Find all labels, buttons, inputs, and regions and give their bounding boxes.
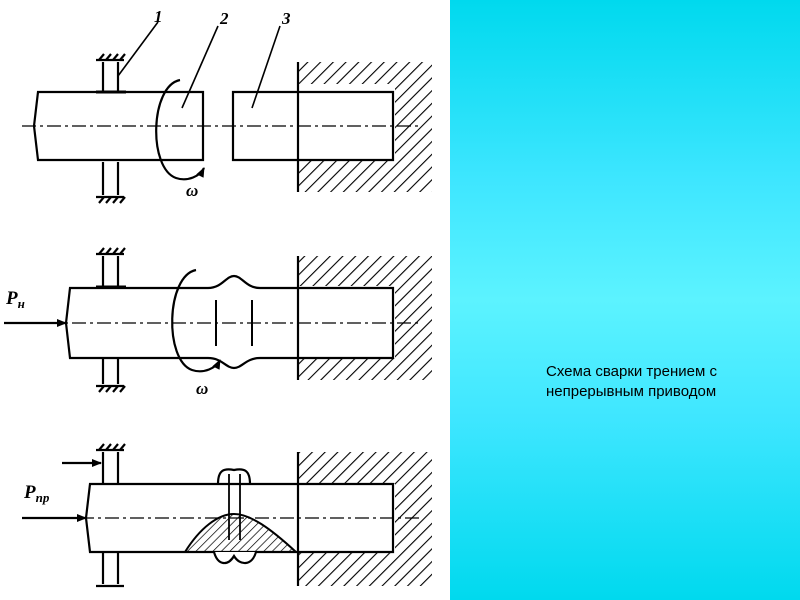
stage-3-forging [22, 443, 432, 588]
chuck-1-upper [96, 53, 126, 94]
callout-2: 2 [219, 9, 229, 28]
caption-text: Схема сварки трением с непрерывным приво… [546, 363, 717, 400]
chuck-3-upper [96, 443, 126, 484]
leader-1 [117, 21, 159, 77]
leader-3 [251, 25, 281, 109]
force-label-pn: Pн [5, 288, 25, 311]
leader-2 [181, 25, 219, 109]
force-label-ppr: Pпр [23, 482, 50, 505]
callout-1: 1 [154, 7, 163, 26]
fixed-workpiece-1 [231, 90, 395, 162]
chuck-3-lower [96, 552, 124, 588]
caption-panel: Схема сварки трением с непрерывным приво… [450, 0, 800, 600]
chuck-2-lower [96, 358, 126, 393]
omega-label-1: ω [186, 181, 198, 200]
joined-workpiece-2 [64, 274, 395, 370]
chuck-1-lower [96, 162, 126, 204]
weld-zone-hatched [183, 512, 299, 553]
chuck-2-upper [96, 247, 126, 289]
friction-welding-figure: 1 2 3 ω ω Pн [4, 7, 432, 588]
weld-flash-upper [216, 468, 252, 485]
callout-3: 3 [281, 9, 291, 28]
rotation-arrow-1 [155, 78, 205, 181]
stage-2-heating [4, 247, 432, 393]
fixed-wall-1 [295, 62, 432, 192]
fixed-wall-2 [295, 256, 432, 380]
rotating-workpiece-1 [32, 90, 205, 162]
fixed-wall-3 [295, 452, 432, 586]
stage-1-heating-start [22, 21, 432, 204]
friction-welding-diagram: 1 2 3 ω ω Pн [4, 7, 432, 588]
weld-flash-lower [212, 551, 258, 565]
rotation-arrow-2 [171, 268, 221, 373]
omega-label-2: ω [196, 379, 208, 398]
